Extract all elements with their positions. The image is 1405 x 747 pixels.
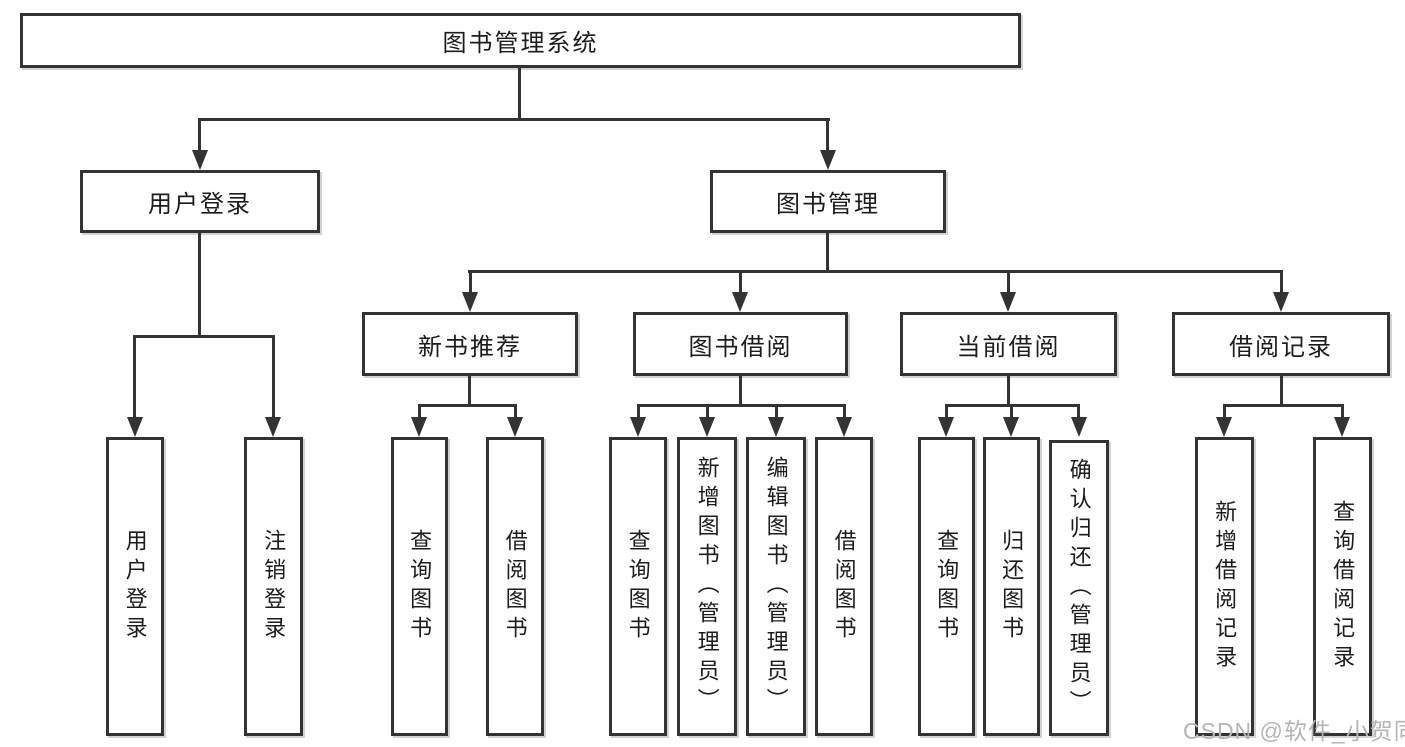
leaf-search-borrow-record: 查询借阅记录: [1313, 437, 1372, 736]
arrow-down-icon: [836, 417, 852, 437]
connector-line: [1007, 376, 1010, 407]
arrow-down-icon: [1000, 292, 1016, 312]
connector-line: [1007, 270, 1010, 295]
node-user-login: 用户登录: [80, 170, 320, 233]
connector-line: [133, 335, 136, 417]
connector-line: [468, 270, 1282, 273]
leaf-search-books-current: 查询图书: [918, 437, 975, 736]
arrow-down-icon: [630, 417, 646, 437]
arrow-down-icon: [1003, 417, 1019, 437]
arrow-down-icon: [411, 417, 427, 437]
connector-line: [272, 335, 275, 417]
arrow-down-icon: [265, 417, 281, 437]
node-root: 图书管理系统: [20, 13, 1021, 68]
connector-line: [637, 404, 845, 407]
leaf-borrow-books-borrowing: 借阅图书: [815, 437, 873, 736]
leaf-borrow-books-recommend: 借阅图书: [486, 437, 544, 736]
connector-line: [1223, 404, 1344, 407]
node-book-borrowing: 图书借阅: [633, 312, 848, 376]
csdn-watermark: CSDN @软件_小贺同学: [1183, 718, 1405, 744]
connector-line: [468, 376, 471, 407]
connector-line: [198, 118, 201, 152]
leaf-return-books: 归还图书: [983, 437, 1040, 736]
leaf-add-books-admin: 新增图书（管理员）: [677, 437, 737, 736]
arrow-down-icon: [127, 417, 143, 437]
arrow-down-icon: [820, 150, 836, 170]
connector-line: [945, 404, 948, 419]
connector-line: [1341, 404, 1344, 419]
arrow-down-icon: [699, 417, 715, 437]
arrow-down-icon: [507, 417, 523, 437]
node-borrowing-records: 借阅记录: [1172, 312, 1390, 376]
connector-line: [1280, 376, 1283, 407]
leaf-confirm-return-admin: 确认归还（管理员）: [1049, 440, 1109, 736]
connector-line: [775, 404, 778, 419]
node-book-management: 图书管理: [710, 170, 946, 233]
leaf-search-books-recommend: 查询图书: [391, 437, 448, 736]
arrow-down-icon: [462, 292, 478, 312]
arrow-down-icon: [1273, 292, 1289, 312]
connector-line: [739, 376, 742, 407]
arrow-down-icon: [1334, 417, 1350, 437]
connector-line: [1077, 404, 1080, 419]
arrow-down-icon: [732, 292, 748, 312]
connector-line: [1010, 404, 1013, 419]
connector-line: [199, 118, 830, 121]
connector-line: [469, 270, 472, 295]
connector-line: [133, 335, 275, 338]
leaf-search-books-borrowing: 查询图书: [609, 437, 667, 736]
arrow-down-icon: [768, 417, 784, 437]
connector-line: [514, 404, 517, 419]
connector-line: [826, 233, 829, 273]
arrow-down-icon: [938, 417, 954, 437]
node-new-book-recommend: 新书推荐: [362, 312, 578, 376]
arrow-down-icon: [192, 150, 208, 170]
arrow-down-icon: [1216, 417, 1232, 437]
connector-line: [198, 233, 201, 337]
connector-line: [418, 404, 516, 407]
arrow-down-icon: [1071, 417, 1087, 437]
connector-line: [826, 118, 829, 152]
leaf-edit-books-admin: 编辑图书（管理员）: [746, 437, 806, 736]
leaf-user-login: 用户登录: [106, 437, 164, 736]
node-current-borrowing: 当前借阅: [900, 312, 1117, 376]
connector-line: [418, 404, 421, 419]
leaf-logout: 注销登录: [244, 437, 303, 736]
connector-line: [1280, 270, 1283, 295]
connector-line: [843, 404, 846, 419]
connector-line: [706, 404, 709, 419]
connector-line: [637, 404, 640, 419]
connector-line: [1223, 404, 1226, 419]
connector-line: [518, 68, 521, 121]
leaf-add-borrow-record: 新增借阅记录: [1195, 437, 1254, 736]
connector-line: [739, 270, 742, 295]
